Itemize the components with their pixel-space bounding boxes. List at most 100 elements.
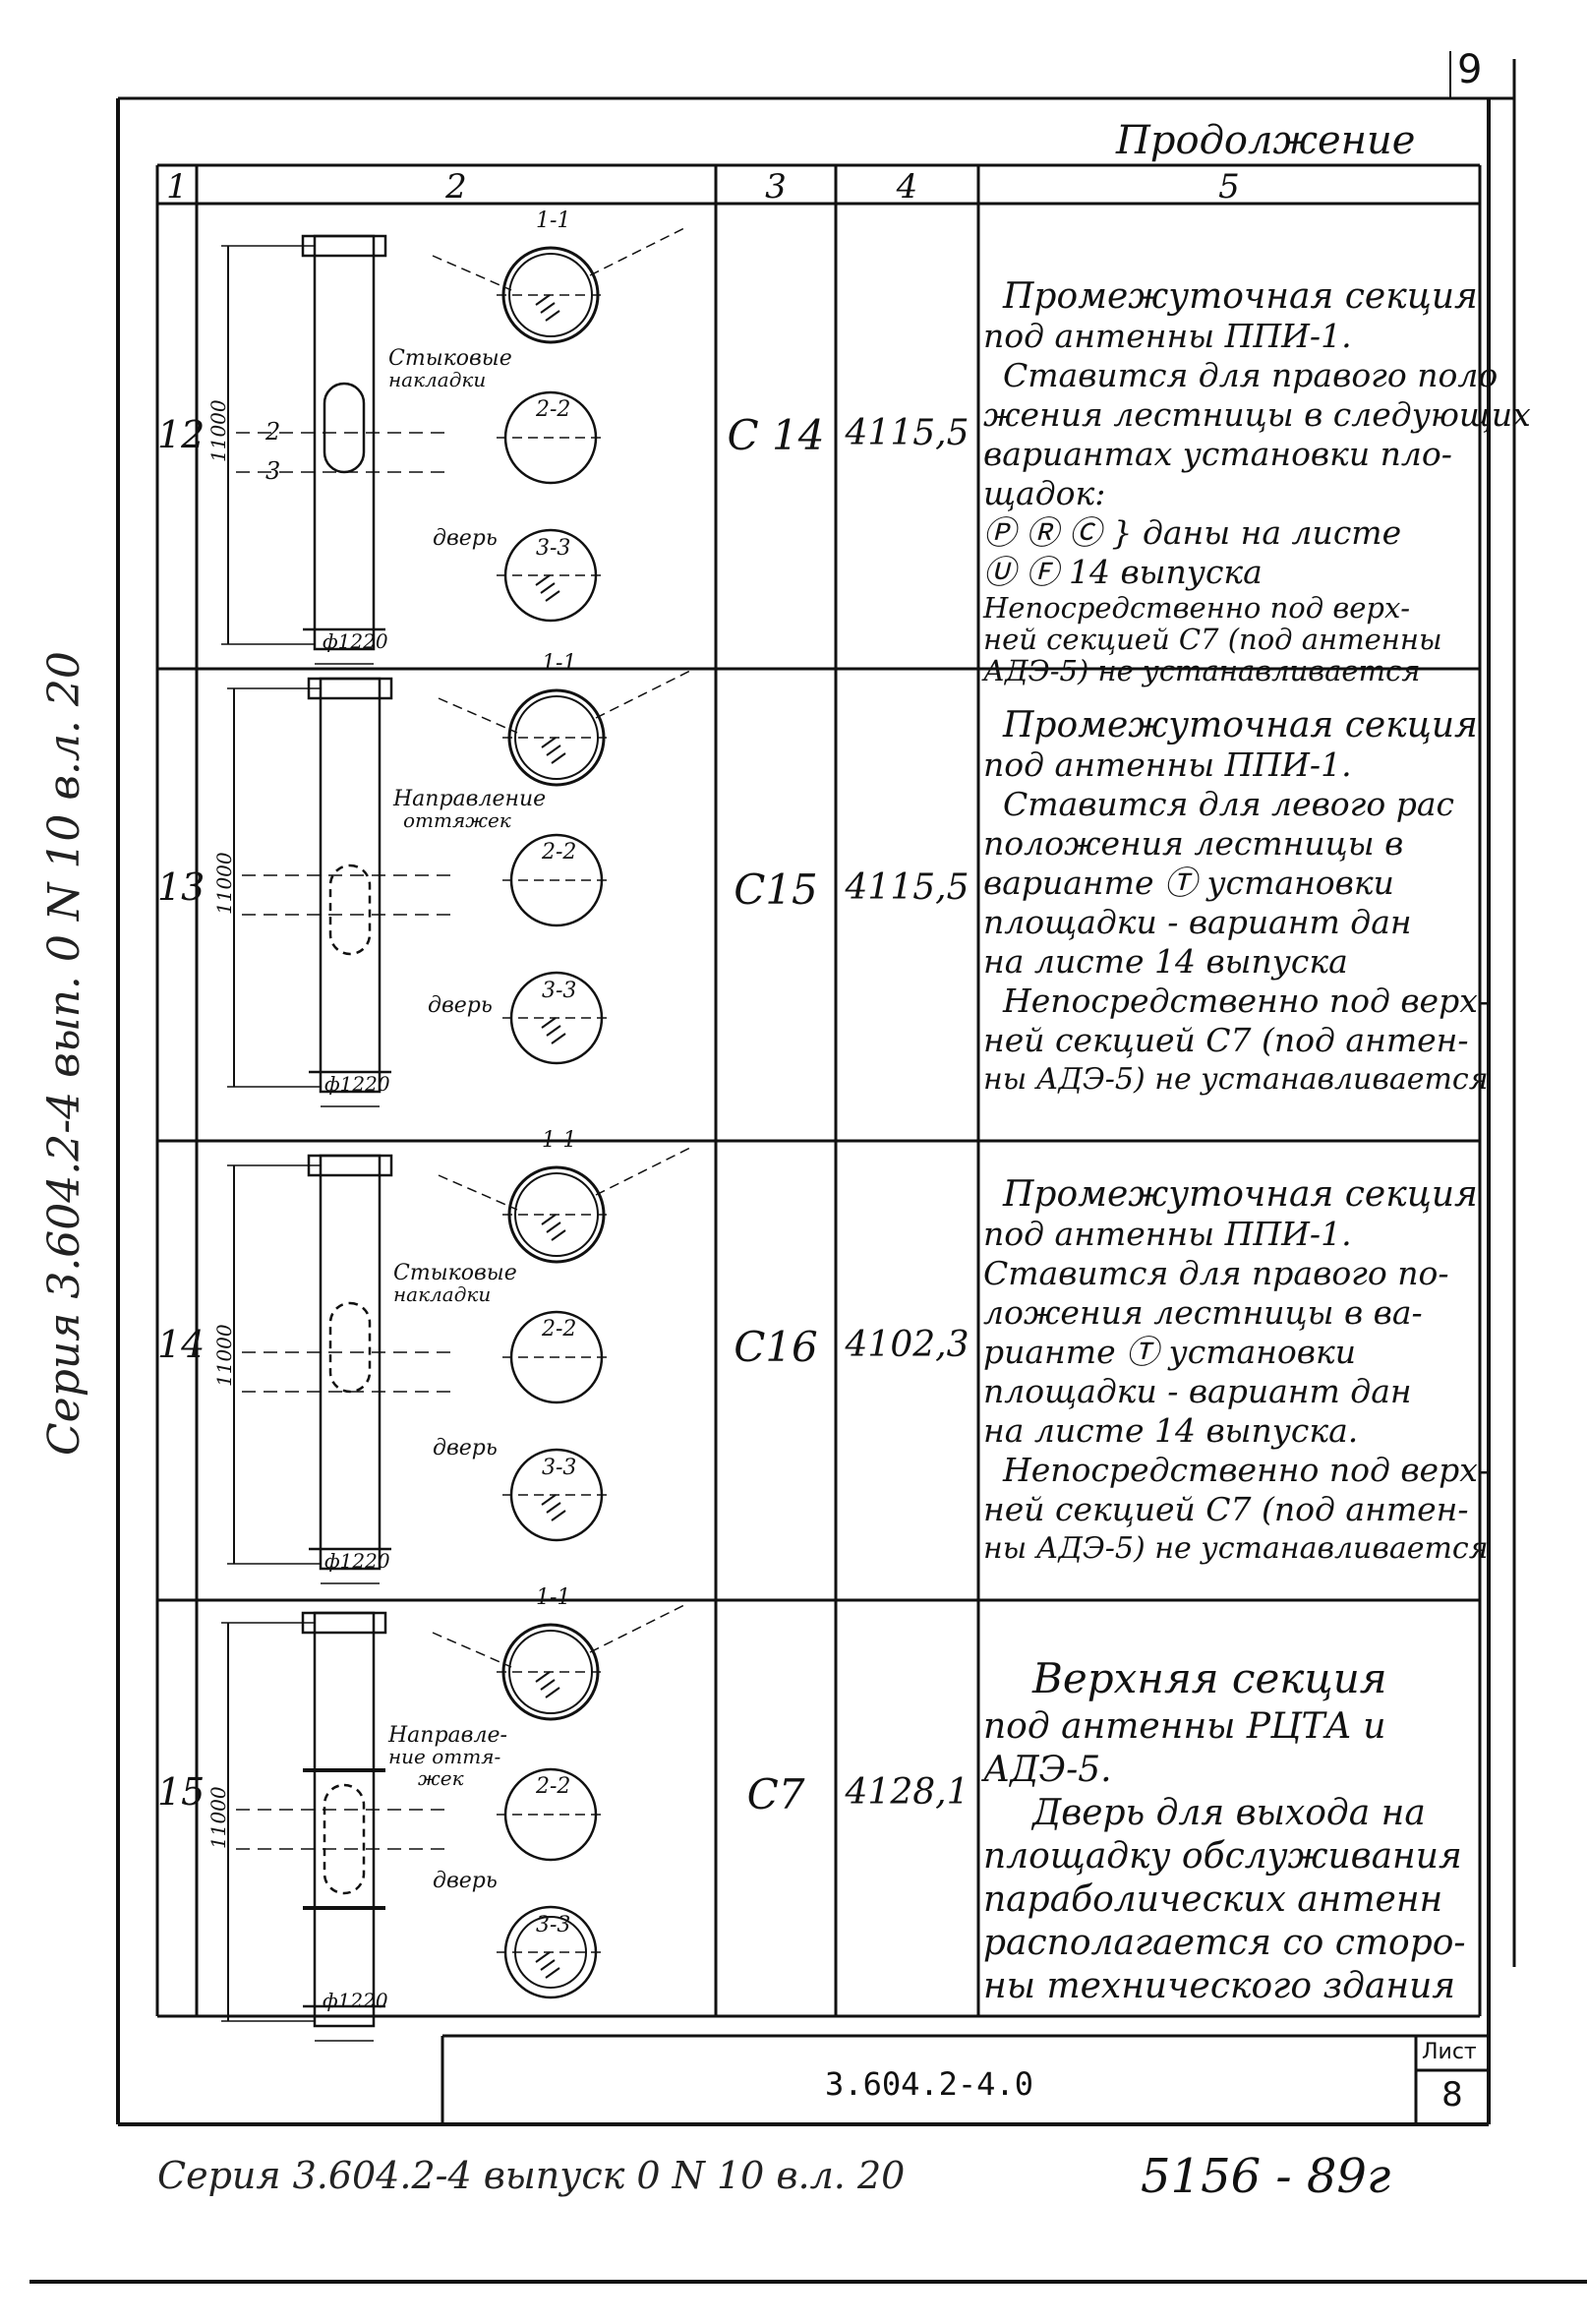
row-13-mark: C15: [734, 865, 818, 914]
row-12-mark-3: 3: [265, 457, 281, 485]
row-15-label-a: Направле-: [388, 1723, 507, 1748]
row-14-note-line: Промежуточная секция: [1003, 1174, 1478, 1215]
row-14-notes: Промежуточная секция под антенны ППИ-1. …: [983, 1174, 1489, 1569]
title-block-sheet-label: Лист: [1422, 2040, 1477, 2064]
row-13-section-mark-3-3: 3-3: [542, 979, 577, 1003]
row-15-note-line: АДЭ-5.: [983, 1750, 1112, 1790]
row-12-diameter: ф1220: [323, 629, 388, 653]
row-15-weight: 4128,1: [845, 1772, 970, 1813]
page-number-box: [1449, 51, 1451, 98]
row-12-note-line: Ставится для правого поло: [1003, 356, 1499, 394]
row-14-section-mark-2-2: 2-2: [542, 1317, 577, 1341]
row-12-note-line: под антенны ППИ-1.: [983, 317, 1352, 355]
page-number: 9: [1457, 47, 1483, 92]
row-13-section-mark-1-1: 1-1: [542, 651, 577, 676]
row-12-weight: 4115,5: [845, 413, 970, 453]
row-14-drawing: [225, 1144, 696, 1585]
row-14-note-line: рианте Ⓣ установки: [983, 1333, 1356, 1371]
row-12-note-line: Непосредственно под верх-: [983, 591, 1411, 625]
row-12-label-b: накладки: [388, 368, 487, 391]
row-13-label-b: оттяжек: [403, 808, 511, 832]
row-15-section-mark-3-3: 3-3: [536, 1913, 571, 1937]
row-14-mark: C16: [734, 1323, 818, 1371]
row-12-note-line: ней секцией С7 (под антенны: [983, 623, 1442, 656]
row-12-section-mark-3-3: 3-3: [536, 536, 571, 561]
row-13-note-line: ны АДЭ-5) не устанавливается: [983, 1062, 1489, 1097]
row-14-section-mark-3-3: 3-3: [542, 1456, 577, 1480]
row-13-note-line: варианте Ⓣ установки: [983, 864, 1394, 902]
row-12-label-door: дверь: [433, 526, 498, 551]
column-header-4: 4: [896, 167, 918, 207]
row-15-notes: Верхняя секция под антенны РЦТА и АДЭ-5.…: [983, 1652, 1475, 2008]
row-13-note-line: Непосредственно под верх-: [1003, 982, 1489, 1020]
title-block-sheet-number: 8: [1441, 2075, 1463, 2115]
row-15-note-line: располагается со сторо-: [983, 1923, 1466, 1963]
row-15-drawing: [219, 1601, 690, 2043]
row-14-diameter: ф1220: [324, 1549, 390, 1573]
row-14-note-line: ней секцией С7 (под антен-: [983, 1490, 1469, 1528]
row-14-height: 11000: [212, 1324, 236, 1387]
row-12-note-line: Промежуточная секция: [1003, 276, 1478, 317]
row-13-drawing: [225, 667, 696, 1108]
row-13-note-line: на листе 14 выпуска: [983, 942, 1348, 981]
row-14-label-a: Стыковые: [393, 1261, 517, 1285]
row-15-label-c: жек: [418, 1766, 464, 1790]
row-15-note-line: площадку обслуживания: [983, 1836, 1462, 1877]
row-15-section-mark-2-2: 2-2: [536, 1774, 571, 1799]
row-15-height: 11000: [206, 1786, 230, 1849]
row-15-note-line: параболических антенн: [983, 1879, 1443, 1920]
row-13-note-line: площадки - вариант дан: [983, 903, 1412, 941]
row-12-mark: C 14: [727, 411, 825, 459]
row-15-label-door: дверь: [433, 1869, 498, 1893]
row-12-note-line: щадок:: [983, 474, 1106, 512]
row-13-diameter: ф1220: [324, 1072, 390, 1096]
row-12-height: 11000: [206, 399, 230, 462]
row-14-note-line: ложения лестницы в ва-: [983, 1293, 1423, 1332]
row-14-weight: 4102,3: [845, 1325, 970, 1365]
row-12-notes: Промежуточная секция под антенны ППИ-1. …: [983, 276, 1531, 687]
row-13-label-door: дверь: [428, 993, 493, 1018]
row-14-note-line: Непосредственно под верх-: [1003, 1451, 1489, 1489]
row-13-label-a: Направление: [393, 787, 547, 811]
row-14-label-b: накладки: [393, 1282, 492, 1306]
row-14-label-door: дверь: [433, 1436, 498, 1460]
row-12-note-line: вариантах установки пло-: [983, 435, 1452, 473]
row-14-section-mark-1-1: 1-1: [542, 1128, 577, 1153]
continuation-label: Продолжение: [1116, 118, 1416, 163]
row-15-diameter: ф1220: [323, 1989, 388, 2012]
row-13-height: 11000: [212, 852, 236, 915]
row-14-note-line: ны АДЭ-5) не устанавливается: [983, 1531, 1489, 1566]
row-13-note-line: Ставится для левого рас: [1003, 785, 1454, 823]
stamp-number: 5156 - 89г: [1141, 2149, 1391, 2204]
title-block-code: 3.604.2-4.0: [825, 2065, 1033, 2103]
row-13-weight: 4115,5: [845, 867, 970, 908]
column-header-1: 1: [166, 167, 188, 207]
row-12-mark-2: 2: [265, 418, 281, 446]
row-12-note-line: Ⓟ Ⓡ Ⓒ } даны на листе: [983, 513, 1402, 552]
row-13-note-line: под антенны ППИ-1.: [983, 745, 1352, 784]
row-15-note-line: под антенны РЦТА и: [983, 1706, 1386, 1747]
row-15-note-line: Верхняя секция: [1032, 1654, 1387, 1702]
row-14-note-line: Ставится для правого по-: [983, 1254, 1449, 1292]
row-15-section-mark-1-1: 1-1: [536, 1585, 571, 1610]
row-13-notes: Промежуточная секция под антенны ППИ-1. …: [983, 705, 1489, 1100]
row-14-note-line: площадки - вариант дан: [983, 1372, 1412, 1410]
row-12-drawing: [219, 224, 690, 666]
row-15-mark: C7: [746, 1770, 805, 1818]
footer-note: Серия 3.604.2-4 выпуск 0 N 10 в.л. 20: [157, 2154, 906, 2197]
row-15-note-line: ны технического здания: [983, 1966, 1456, 2006]
row-12-section-mark-2-2: 2-2: [536, 397, 571, 422]
row-12-note-line: АДЭ-5) не устанавливается: [983, 654, 1421, 687]
row-14-note-line: на листе 14 выпуска.: [983, 1411, 1359, 1450]
row-13-note-line: ней секцией С7 (под антен-: [983, 1021, 1469, 1059]
row-12-note-line: Ⓤ Ⓕ 14 выпуска: [983, 553, 1263, 591]
row-14-note-line: под антенны ППИ-1.: [983, 1215, 1352, 1253]
row-13-note-line: Промежуточная секция: [1003, 705, 1478, 745]
row-15-note-line: Дверь для выхода на: [1032, 1793, 1426, 1833]
row-12-section-mark-1-1: 1-1: [536, 209, 571, 233]
row-15-label-b: ние оття-: [388, 1745, 501, 1768]
column-header-5: 5: [1218, 167, 1240, 207]
column-header-2: 2: [445, 167, 467, 207]
